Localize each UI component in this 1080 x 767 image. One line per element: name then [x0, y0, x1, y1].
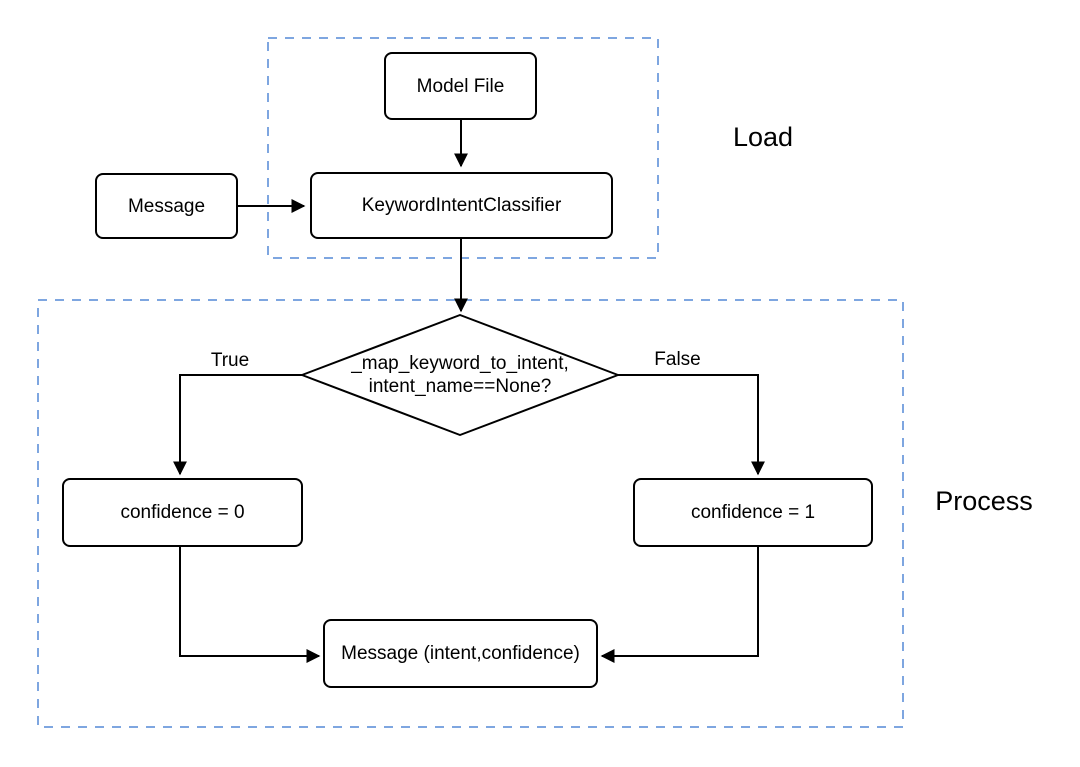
decision-diamond-label: _map_keyword_to_intent, intent_name==Non… [312, 352, 608, 398]
node-confidence-one-label: confidence = 1 [690, 502, 816, 523]
decision-label-line1: _map_keyword_to_intent, [351, 353, 569, 374]
group-process-container [37, 299, 904, 728]
node-message-output-label: Message (intent,confidence) [341, 643, 580, 664]
node-confidence-zero: confidence = 0 [62, 478, 303, 547]
node-message-input-label: Message [127, 195, 206, 217]
node-confidence-zero-label: confidence = 0 [120, 502, 245, 523]
edge-decision-false [618, 374, 765, 476]
edge-confidence1-to-output [600, 547, 759, 663]
edge-confidence0-to-output [179, 547, 321, 663]
node-message-output: Message (intent,confidence) [323, 619, 598, 688]
edge-label-true: True [205, 350, 255, 371]
node-model-file: Model File [384, 52, 537, 120]
edge-label-false: False [650, 349, 705, 370]
decision-diamond-shape [301, 314, 619, 436]
group-label-load: Load [732, 122, 794, 152]
node-keyword-intent-classifier-label: KeywordIntentClassifier [361, 195, 562, 216]
node-keyword-intent-classifier: KeywordIntentClassifier [310, 172, 613, 239]
node-message-input: Message [95, 173, 238, 239]
group-load-container [267, 37, 659, 259]
edge-decision-true [173, 374, 302, 476]
decision-label-line2: intent_name==None? [368, 376, 552, 397]
node-confidence-one: confidence = 1 [633, 478, 873, 547]
group-label-process: Process [935, 486, 1033, 516]
node-model-file-label: Model File [416, 75, 505, 97]
